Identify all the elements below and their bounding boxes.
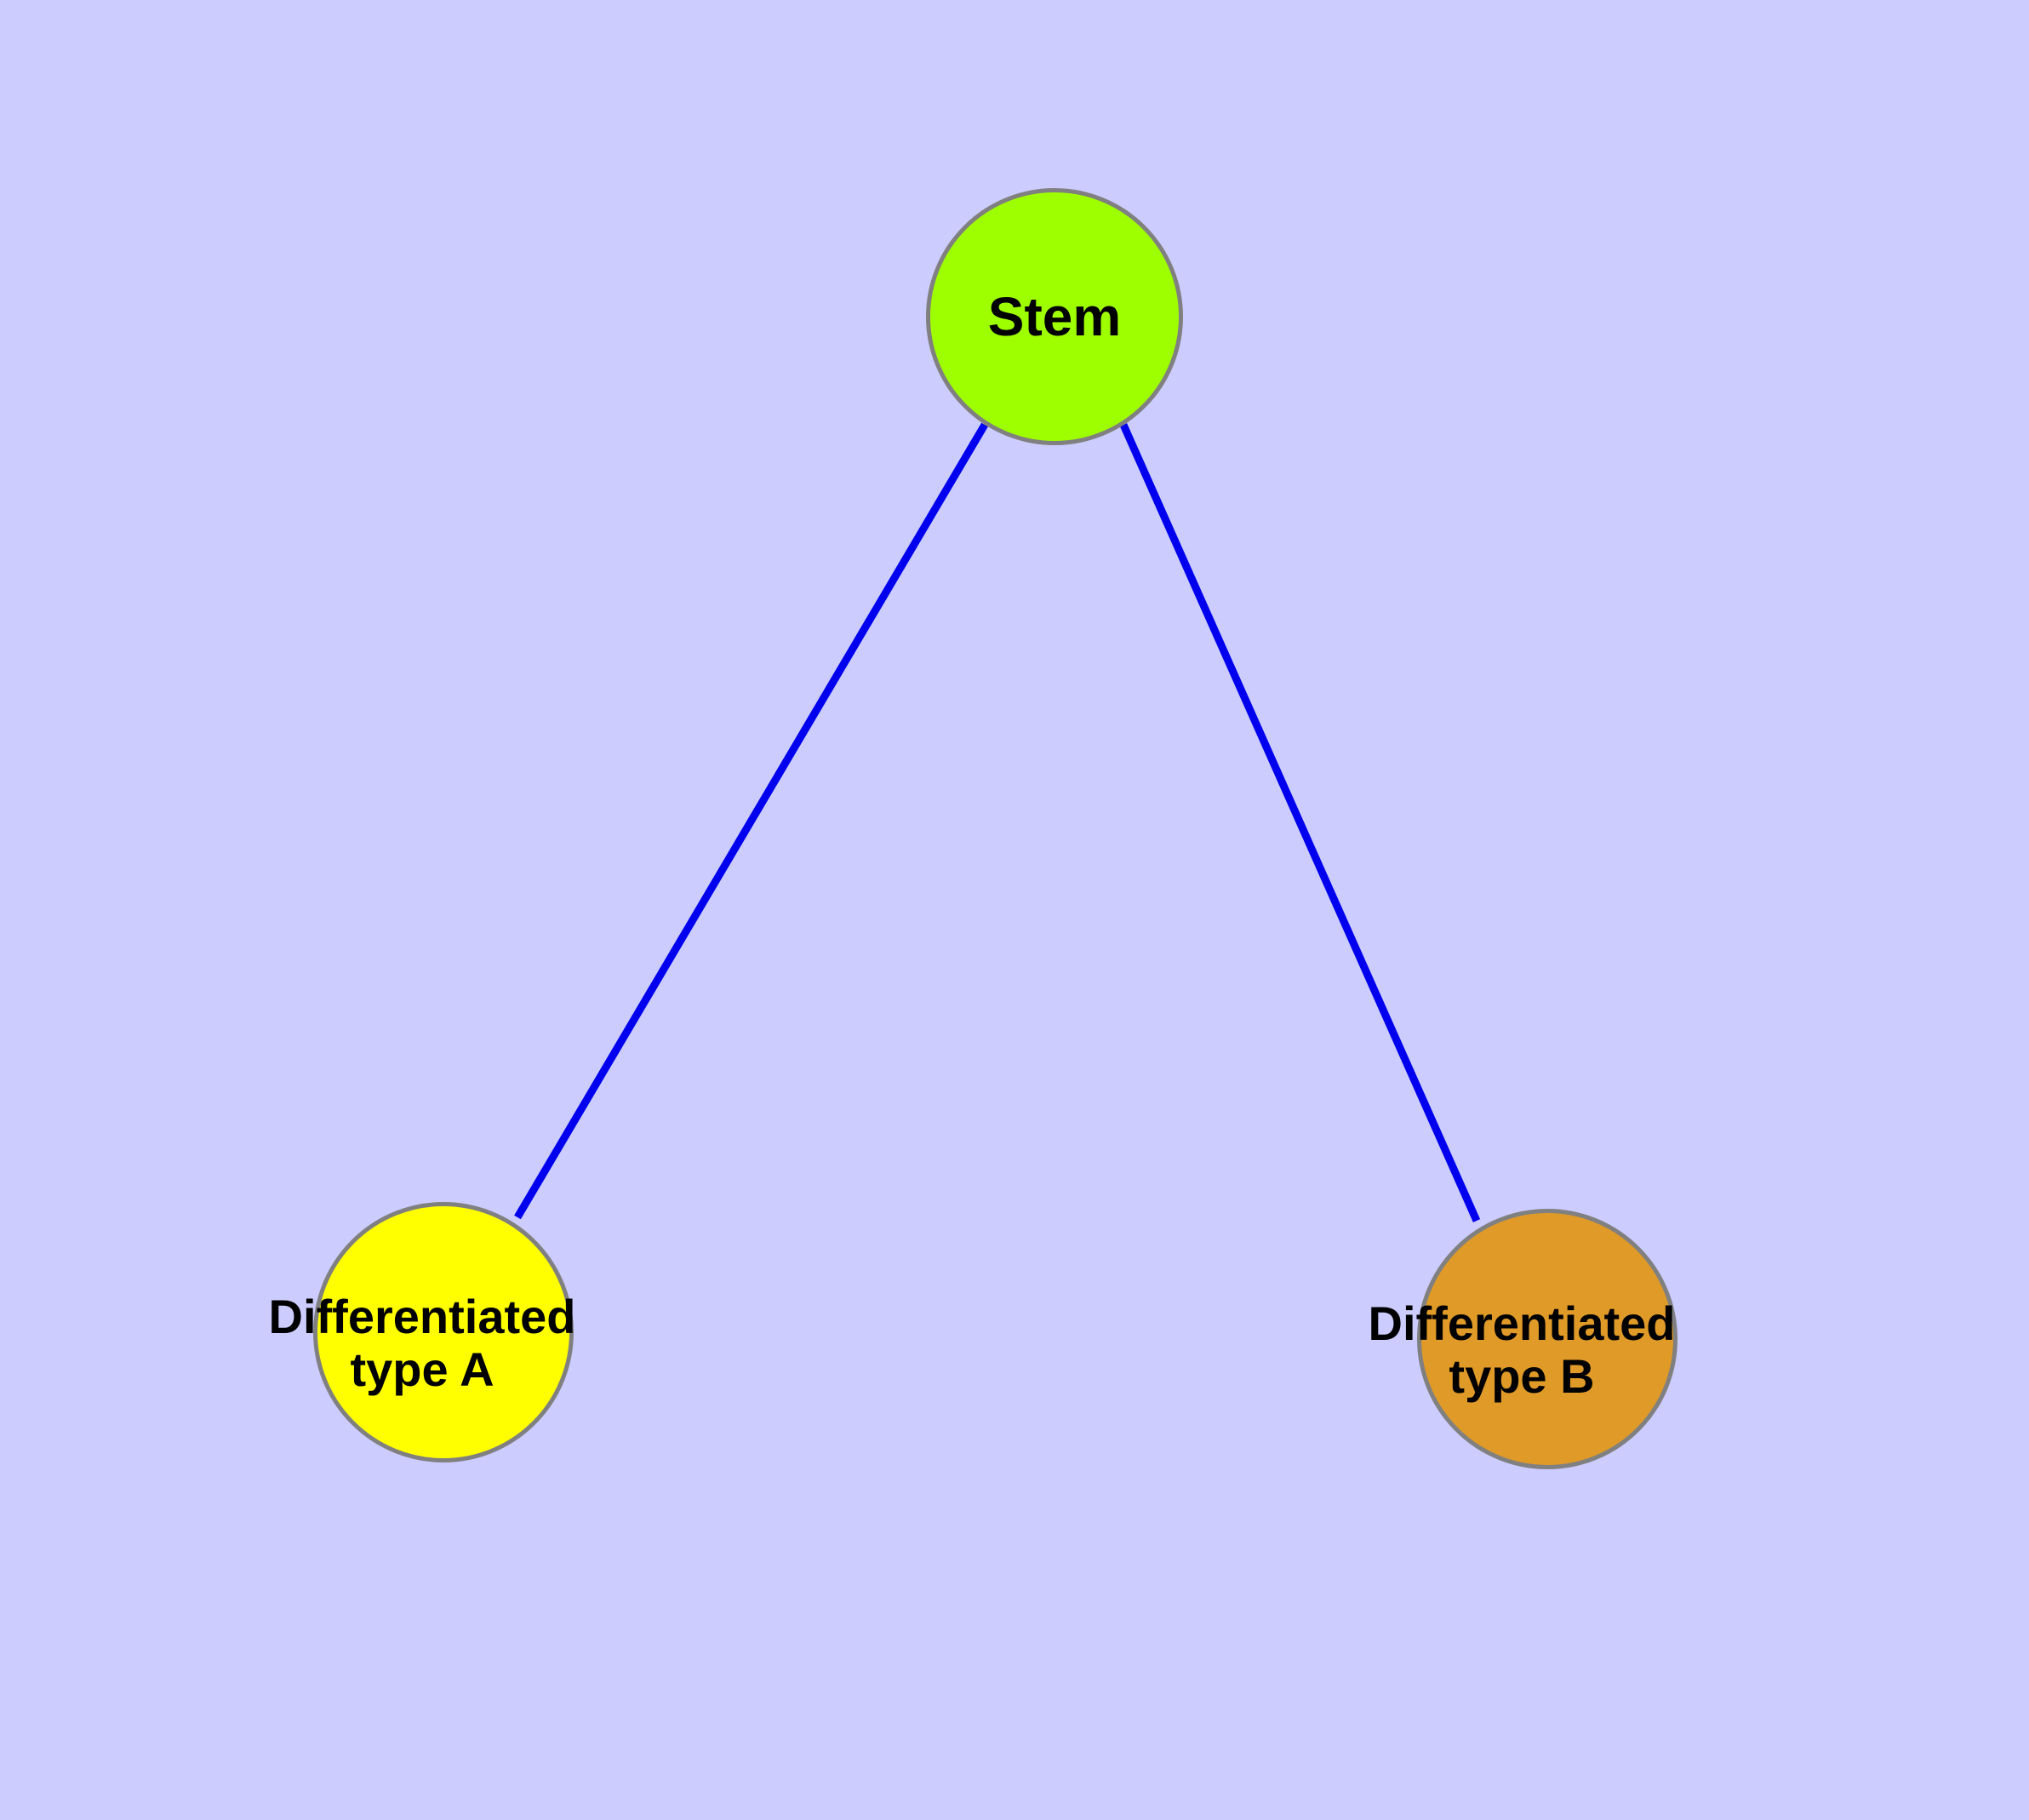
node-stem[interactable]: Stem: [926, 188, 1183, 445]
node-stem-label: Stem: [987, 286, 1122, 347]
edge-stem-to-differentiated-type-a: [514, 422, 988, 1220]
edge-stem-to-differentiated-type-b: [1119, 423, 1481, 1222]
node-differentiated-type-a[interactable]: [313, 1202, 574, 1462]
node-differentiated-type-b[interactable]: [1417, 1209, 1677, 1469]
